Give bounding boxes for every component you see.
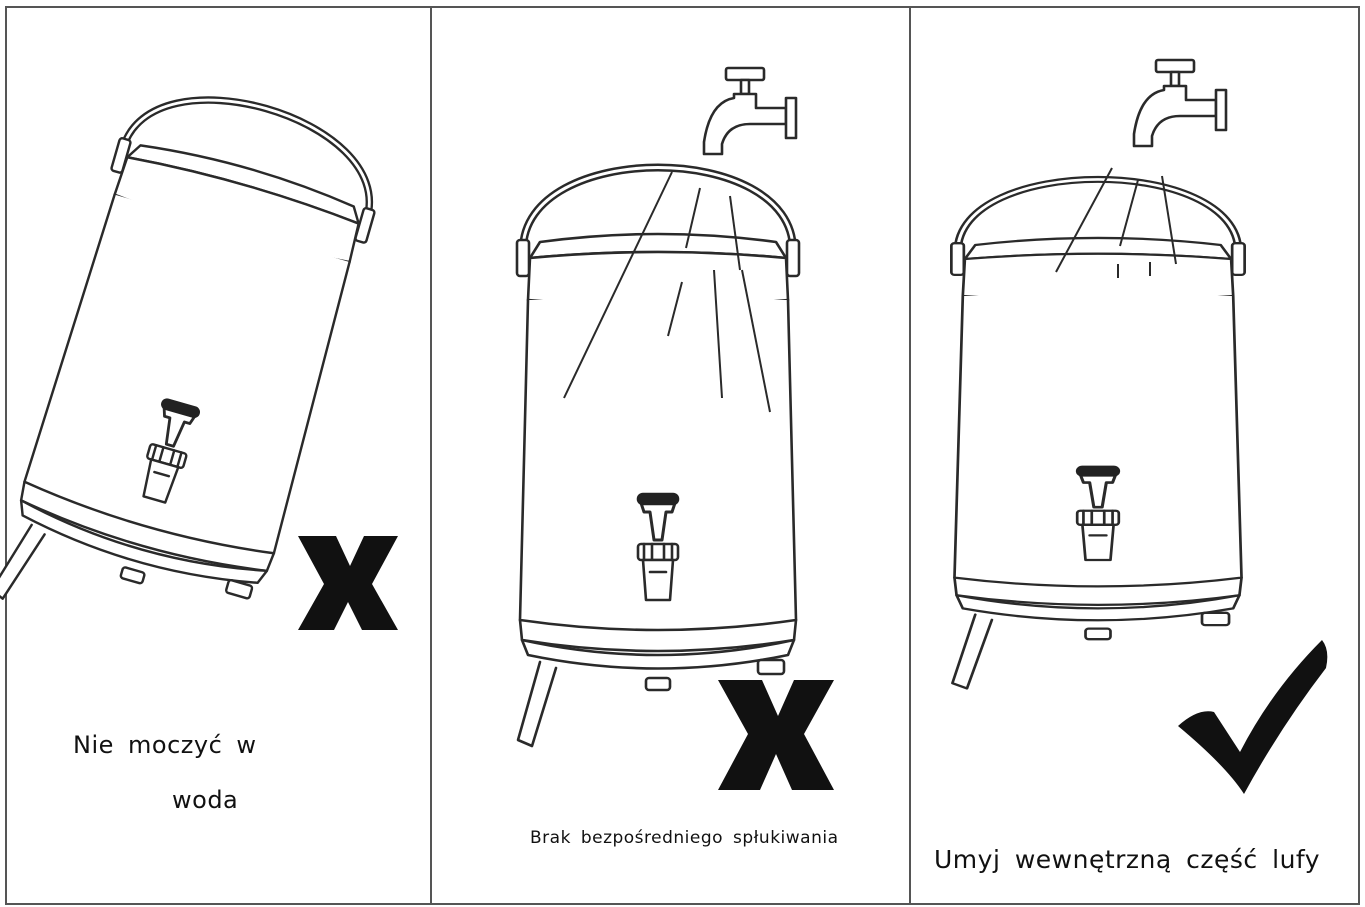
caption-panel3: Umyj wewnętrzną część lufy [934,845,1321,874]
cross-mark [298,536,398,630]
caption-panel1-line2: woda [172,786,239,814]
check-mark [1178,640,1328,794]
caption-panel2: Brak bezpośredniego spłukiwania [530,828,839,848]
caption-panel1-line1: Nie moczyć w [73,731,257,759]
dispenser-under-faucet-icon [517,66,799,746]
dispenser-inner-wash-icon [951,58,1244,688]
cross-mark [718,680,834,790]
